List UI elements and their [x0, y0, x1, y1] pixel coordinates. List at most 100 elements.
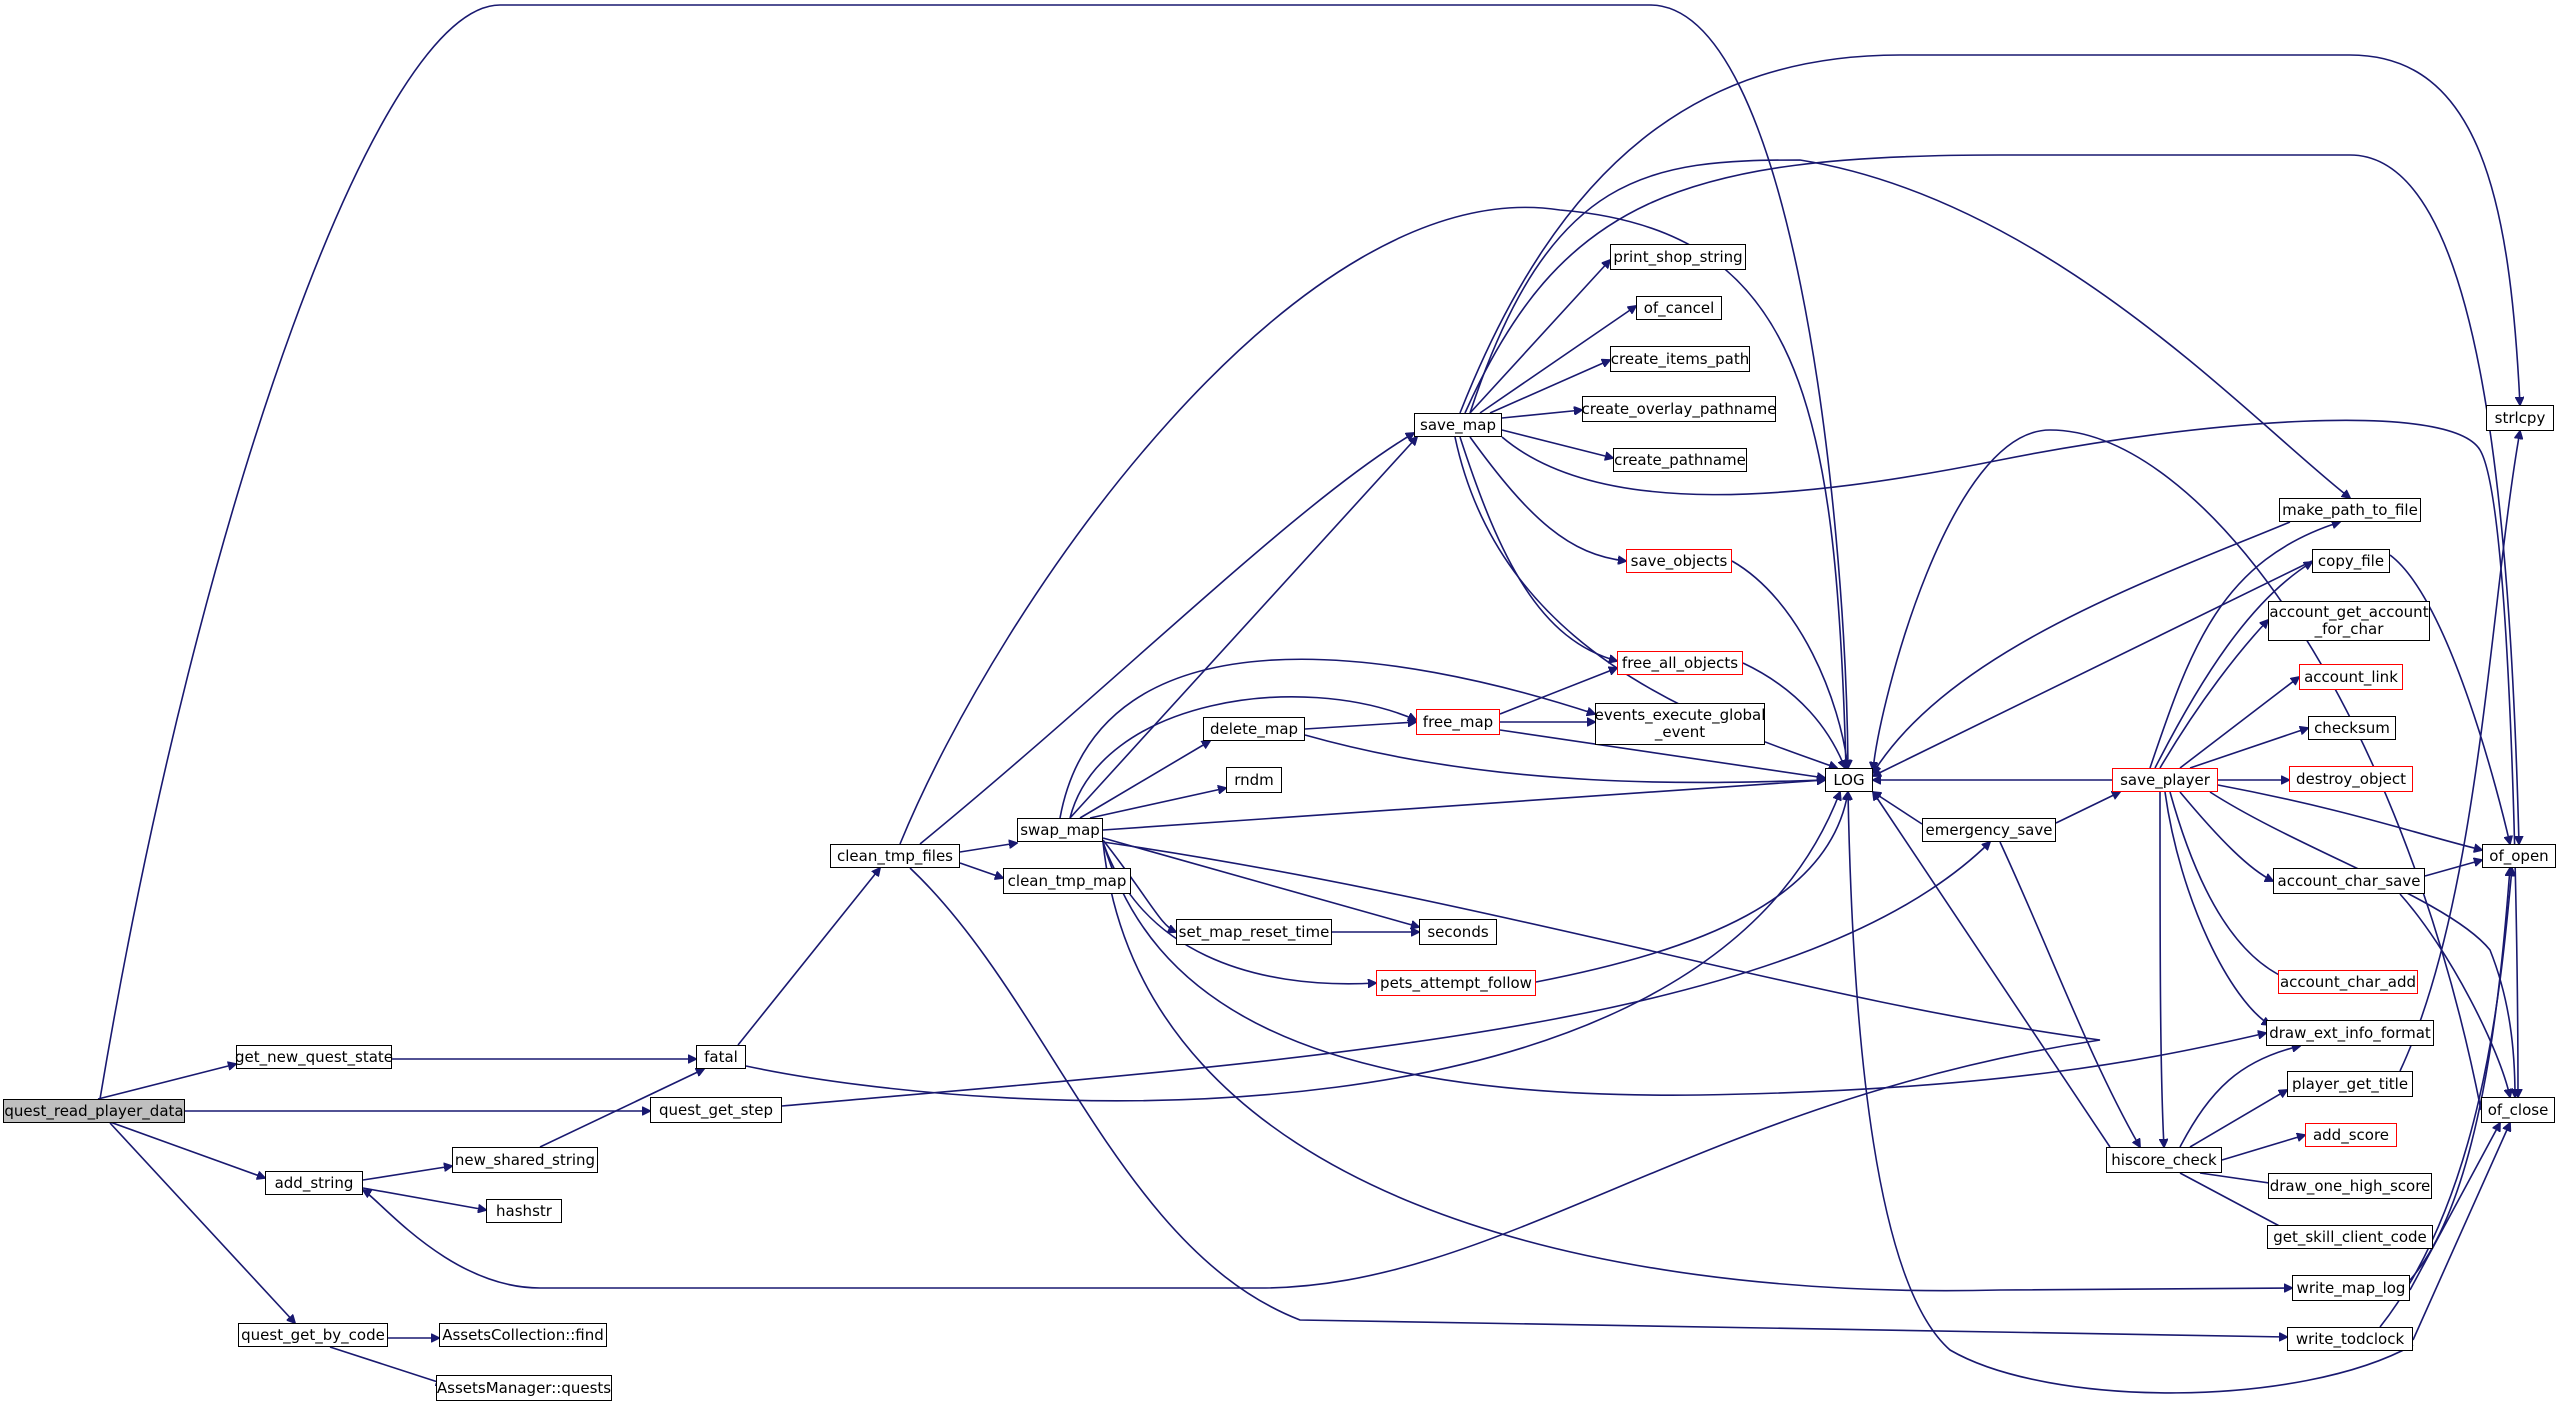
edge-swap-map-to-seconds	[1102, 837, 1419, 927]
edge-save-player-to-account-link	[2179, 677, 2299, 769]
node-save-objects[interactable]: save_objects	[1626, 549, 1732, 573]
edge-hiscore-check-to-add-score	[2221, 1135, 2305, 1161]
edge-save-player-to-checksum	[2189, 728, 2308, 769]
edge-save-player-to-account-char-add	[2169, 791, 2290, 980]
node-create-pathname[interactable]: create_pathname	[1613, 448, 1747, 472]
node-pets-attempt-follow[interactable]: pets_attempt_follow	[1376, 970, 1536, 996]
node-get-new-quest-state[interactable]: get_new_quest_state	[235, 1045, 393, 1069]
edge-copy-file-to-log	[1873, 560, 2313, 776]
node-hiscore-check[interactable]: hiscore_check	[2106, 1147, 2222, 1173]
node-assets-collection-find[interactable]: AssetsCollection::find	[439, 1323, 607, 1347]
edge-quest-read-player-data-to-get-new-quest-state	[97, 1064, 236, 1100]
node-add-score[interactable]: add_score	[2305, 1123, 2397, 1147]
node-checksum[interactable]: checksum	[2308, 716, 2396, 740]
node-write-map-log[interactable]: write_map_log	[2292, 1275, 2410, 1301]
node-save-player[interactable]: save_player	[2112, 768, 2218, 792]
node-create-overlay-pathname[interactable]: create_overlay_pathname	[1582, 396, 1776, 422]
edge-save-map-to-create-overlay-pathname	[1501, 410, 1582, 419]
edge-clean-tmp-files-to-clean-tmp-map	[959, 862, 1003, 878]
node-of-close[interactable]: of_close	[2481, 1097, 2555, 1123]
edge-save-player-to-account-get-account-for-char	[2159, 620, 2268, 769]
node-copy-file[interactable]: copy_file	[2312, 549, 2390, 573]
node-add-string[interactable]: add_string	[265, 1171, 363, 1195]
edge-save-map-to-strlcpy	[1459, 54, 2520, 414]
node-make-path-to-file[interactable]: make_path_to_file	[2279, 498, 2421, 522]
node-account-get-account-for-char[interactable]: account_get_account _for_char	[2268, 601, 2430, 641]
node-clean-tmp-map[interactable]: clean_tmp_map	[1003, 868, 1131, 894]
node-fatal[interactable]: fatal	[696, 1045, 746, 1069]
edge-write-todclock-to-log	[1848, 792, 2414, 1394]
edge-add-string-to-new-shared-string	[362, 1166, 452, 1181]
node-get-skill-client-code[interactable]: get_skill_client_code	[2267, 1225, 2433, 1249]
edge-clean-tmp-files-to-write-todclock	[909, 867, 2287, 1337]
edge-save-player-to-account-char-save	[2179, 791, 2273, 881]
node-assets-manager-quests[interactable]: AssetsManager::quests	[436, 1375, 612, 1401]
edge-account-char-save-to-of-close	[2399, 893, 2510, 1097]
node-strlcpy[interactable]: strlcpy	[2486, 405, 2554, 431]
edge-save-map-to-log	[1454, 436, 1837, 768]
node-player-get-title[interactable]: player_get_title	[2287, 1071, 2413, 1097]
node-quest-get-by-code[interactable]: quest_get_by_code	[238, 1323, 388, 1347]
edge-delete-map-to-free-map	[1304, 722, 1416, 730]
edge-write-map-log-to-of-close	[2409, 1123, 2500, 1291]
edge-player-get-title-to-strlcpy	[2399, 431, 2520, 1072]
node-account-link[interactable]: account_link	[2299, 664, 2403, 690]
edge-hiscore-check-to-draw-ext-info-format	[2179, 1046, 2300, 1148]
node-delete-map[interactable]: delete_map	[1203, 717, 1305, 741]
node-events-execute-global-event[interactable]: events_execute_global _event	[1595, 703, 1765, 745]
edge-swap-map-to-draw-ext-info-format	[1102, 841, 2266, 1096]
edge-swap-map-to-add-string	[363, 841, 2101, 1289]
node-new-shared-string[interactable]: new_shared_string	[452, 1147, 598, 1173]
edge-swap-map-to-rndm	[1089, 788, 1226, 819]
edge-save-map-to-of-open	[1464, 154, 2519, 844]
edge-save-map-to-create-pathname	[1501, 429, 1613, 458]
node-account-char-add[interactable]: account_char_add	[2278, 970, 2418, 994]
node-destroy-object[interactable]: destroy_object	[2289, 766, 2413, 792]
node-log[interactable]: LOG	[1825, 768, 1873, 792]
edge-clean-tmp-files-to-swap-map	[959, 843, 1017, 853]
edge-swap-map-to-delete-map	[1079, 741, 1210, 819]
node-rndm[interactable]: rndm	[1226, 767, 1282, 793]
node-set-map-reset-time[interactable]: set_map_reset_time	[1176, 919, 1332, 945]
edge-account-char-save-to-of-open	[2424, 860, 2482, 877]
node-quest-get-step[interactable]: quest_get_step	[650, 1097, 782, 1123]
edge-fatal-to-log	[745, 792, 1840, 1102]
node-free-map[interactable]: free_map	[1416, 709, 1500, 735]
node-write-todclock[interactable]: write_todclock	[2287, 1327, 2413, 1351]
node-seconds[interactable]: seconds	[1419, 919, 1497, 945]
edge-swap-map-to-log	[1102, 780, 1825, 831]
edge-write-map-log-to-of-open	[2409, 868, 2510, 1281]
edge-save-map-to-save-objects	[1469, 436, 1626, 561]
edge-swap-map-to-pets-attempt-follow	[1102, 841, 1376, 984]
node-account-char-save[interactable]: account_char_save	[2273, 868, 2425, 894]
node-free-all-objects[interactable]: free_all_objects	[1617, 651, 1743, 675]
node-of-cancel[interactable]: of_cancel	[1636, 296, 1722, 320]
node-hashstr[interactable]: hashstr	[486, 1199, 562, 1223]
node-create-items-path[interactable]: create_items_path	[1610, 346, 1750, 372]
node-emergency-save[interactable]: emergency_save	[1922, 818, 2056, 842]
edge-save-objects-to-log	[1731, 560, 1848, 768]
node-draw-one-high-score[interactable]: draw_one_high_score	[2268, 1173, 2432, 1199]
edge-save-player-to-make-path-to-file	[2149, 522, 2340, 769]
edge-quest-read-player-data-to-quest-get-by-code	[109, 1122, 295, 1323]
node-swap-map[interactable]: swap_map	[1017, 818, 1103, 842]
edge-new-shared-string-to-fatal	[539, 1069, 704, 1148]
node-draw-ext-info-format[interactable]: draw_ext_info_format	[2266, 1020, 2434, 1046]
edge-delete-map-to-log	[1304, 734, 1825, 782]
edge-hiscore-check-to-log	[1873, 792, 2111, 1148]
edge-copy-file-to-of-open	[2389, 554, 2510, 844]
edge-save-player-to-of-close	[2209, 791, 2515, 1097]
edge-free-all-objects-to-log	[1742, 662, 1845, 768]
node-print-shop-string[interactable]: print_shop_string	[1610, 244, 1746, 270]
edge-save-map-to-print-shop-string	[1469, 260, 1610, 414]
edge-save-map-to-free-all-objects	[1459, 436, 1617, 661]
node-save-map[interactable]: save_map	[1414, 413, 1502, 437]
edge-quest-get-step-to-emergency-save	[781, 842, 1990, 1107]
node-of-open[interactable]: of_open	[2482, 844, 2556, 868]
node-clean-tmp-files[interactable]: clean_tmp_files	[830, 844, 960, 868]
edge-quest-read-player-data-to-log	[99, 4, 1848, 1100]
edge-save-player-to-hiscore-check	[2160, 791, 2164, 1147]
edge-save-map-to-make-path-to-file	[1469, 159, 2350, 498]
